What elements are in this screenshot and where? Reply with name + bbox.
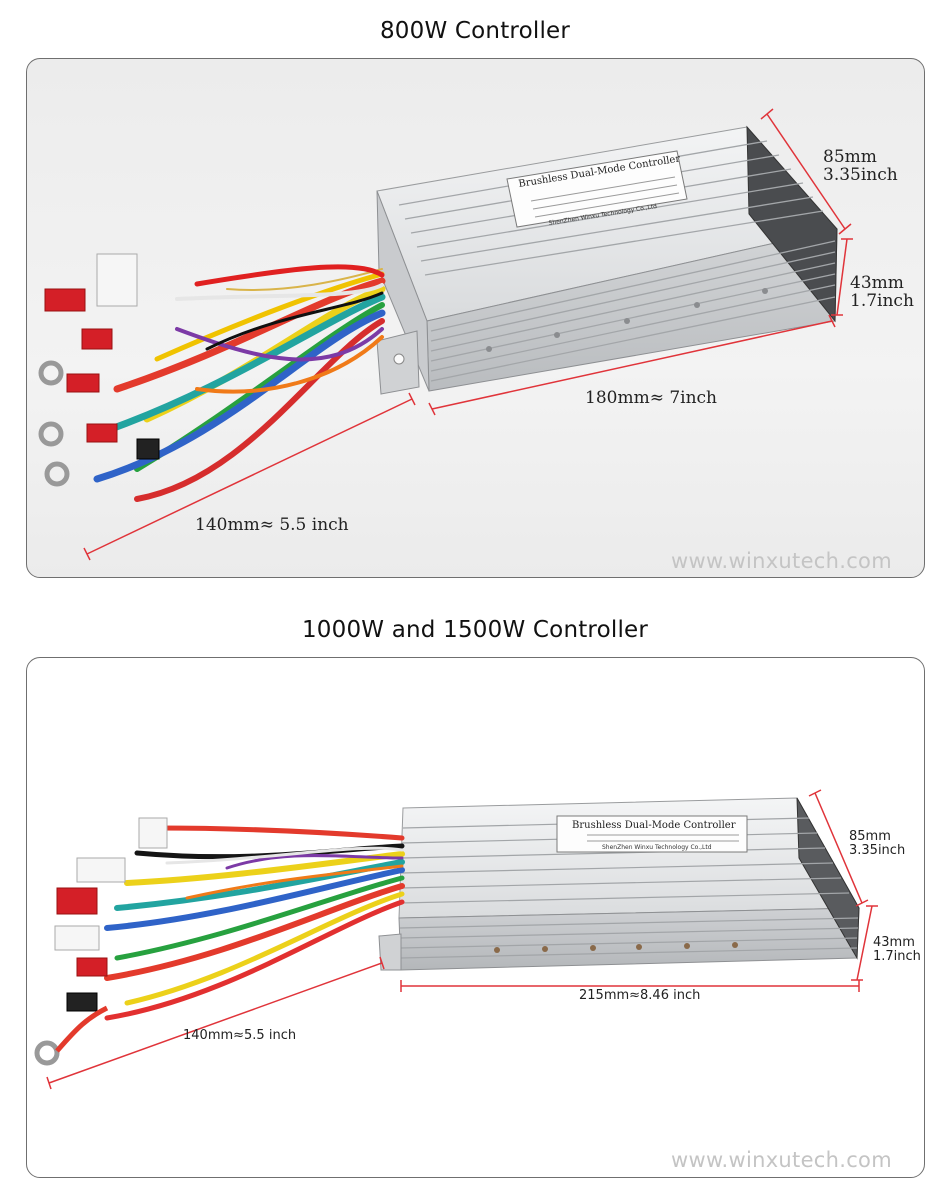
section-title-1000w-1500w: 1000W and 1500W Controller (301, 617, 649, 643)
dim-height-mm: 85mm (823, 147, 877, 167)
dim-height-inch: 3.35inch (849, 842, 906, 858)
label-title-text: Brushless Dual-Mode Controller (572, 820, 736, 831)
dim-length-1000w: 215mm≈8.46 inch (579, 988, 701, 1003)
controller-800w-photo-panel: Brushless Dual-Mode Controller ShenZhen … (26, 58, 925, 578)
label-footer-text: ShenZhen Winxu Technology Co.,Ltd (602, 844, 712, 851)
controller-800w-illustration: Brushless Dual-Mode Controller ShenZhen … (38, 108, 853, 561)
controller-housing (378, 797, 860, 971)
dim-height-mm: 85mm (849, 829, 891, 844)
product-label: Brushless Dual-Mode Controller ShenZhen … (556, 815, 748, 853)
dim-thickness-1000w: 43mm 1.7inch (873, 936, 921, 963)
dim-thickness-800w: 43mm 1.7inch (850, 273, 914, 311)
dim-thickness-mm: 43mm (873, 935, 915, 950)
dim-cable-800w: 140mm≈ 5.5 inch (195, 515, 349, 535)
connector-plugs (38, 253, 160, 487)
controller-1000w-illustration: Brushless Dual-Mode Controller ShenZhen … (34, 789, 878, 1090)
watermark-1000w: www.winxutech.com (671, 1148, 892, 1172)
dimension-lines (46, 789, 878, 1090)
dimension-lines (83, 108, 853, 561)
connector-plugs (34, 817, 168, 1066)
dim-thickness-mm: 43mm (850, 273, 904, 293)
controller-1000w-photo-panel: Brushless Dual-Mode Controller ShenZhen … (26, 657, 925, 1178)
dim-height-1000w: 85mm 3.35inch (849, 830, 905, 857)
wire-harness (93, 264, 386, 502)
section-title-800w: 800W Controller (379, 18, 571, 44)
controller-housing (376, 125, 838, 395)
dim-thickness-inch: 1.7inch (873, 948, 921, 964)
dim-length-800w: 180mm≈ 7inch (585, 388, 718, 408)
dim-height-inch: 3.35inch (823, 164, 898, 185)
dim-height-800w: 85mm 3.35inch (823, 147, 898, 185)
dim-thickness-inch: 1.7inch (850, 290, 914, 311)
wire-harness (104, 825, 405, 1021)
dim-cable-1000w: 140mm≈5.5 inch (183, 1028, 297, 1043)
watermark-800w: www.winxutech.com (671, 549, 892, 573)
